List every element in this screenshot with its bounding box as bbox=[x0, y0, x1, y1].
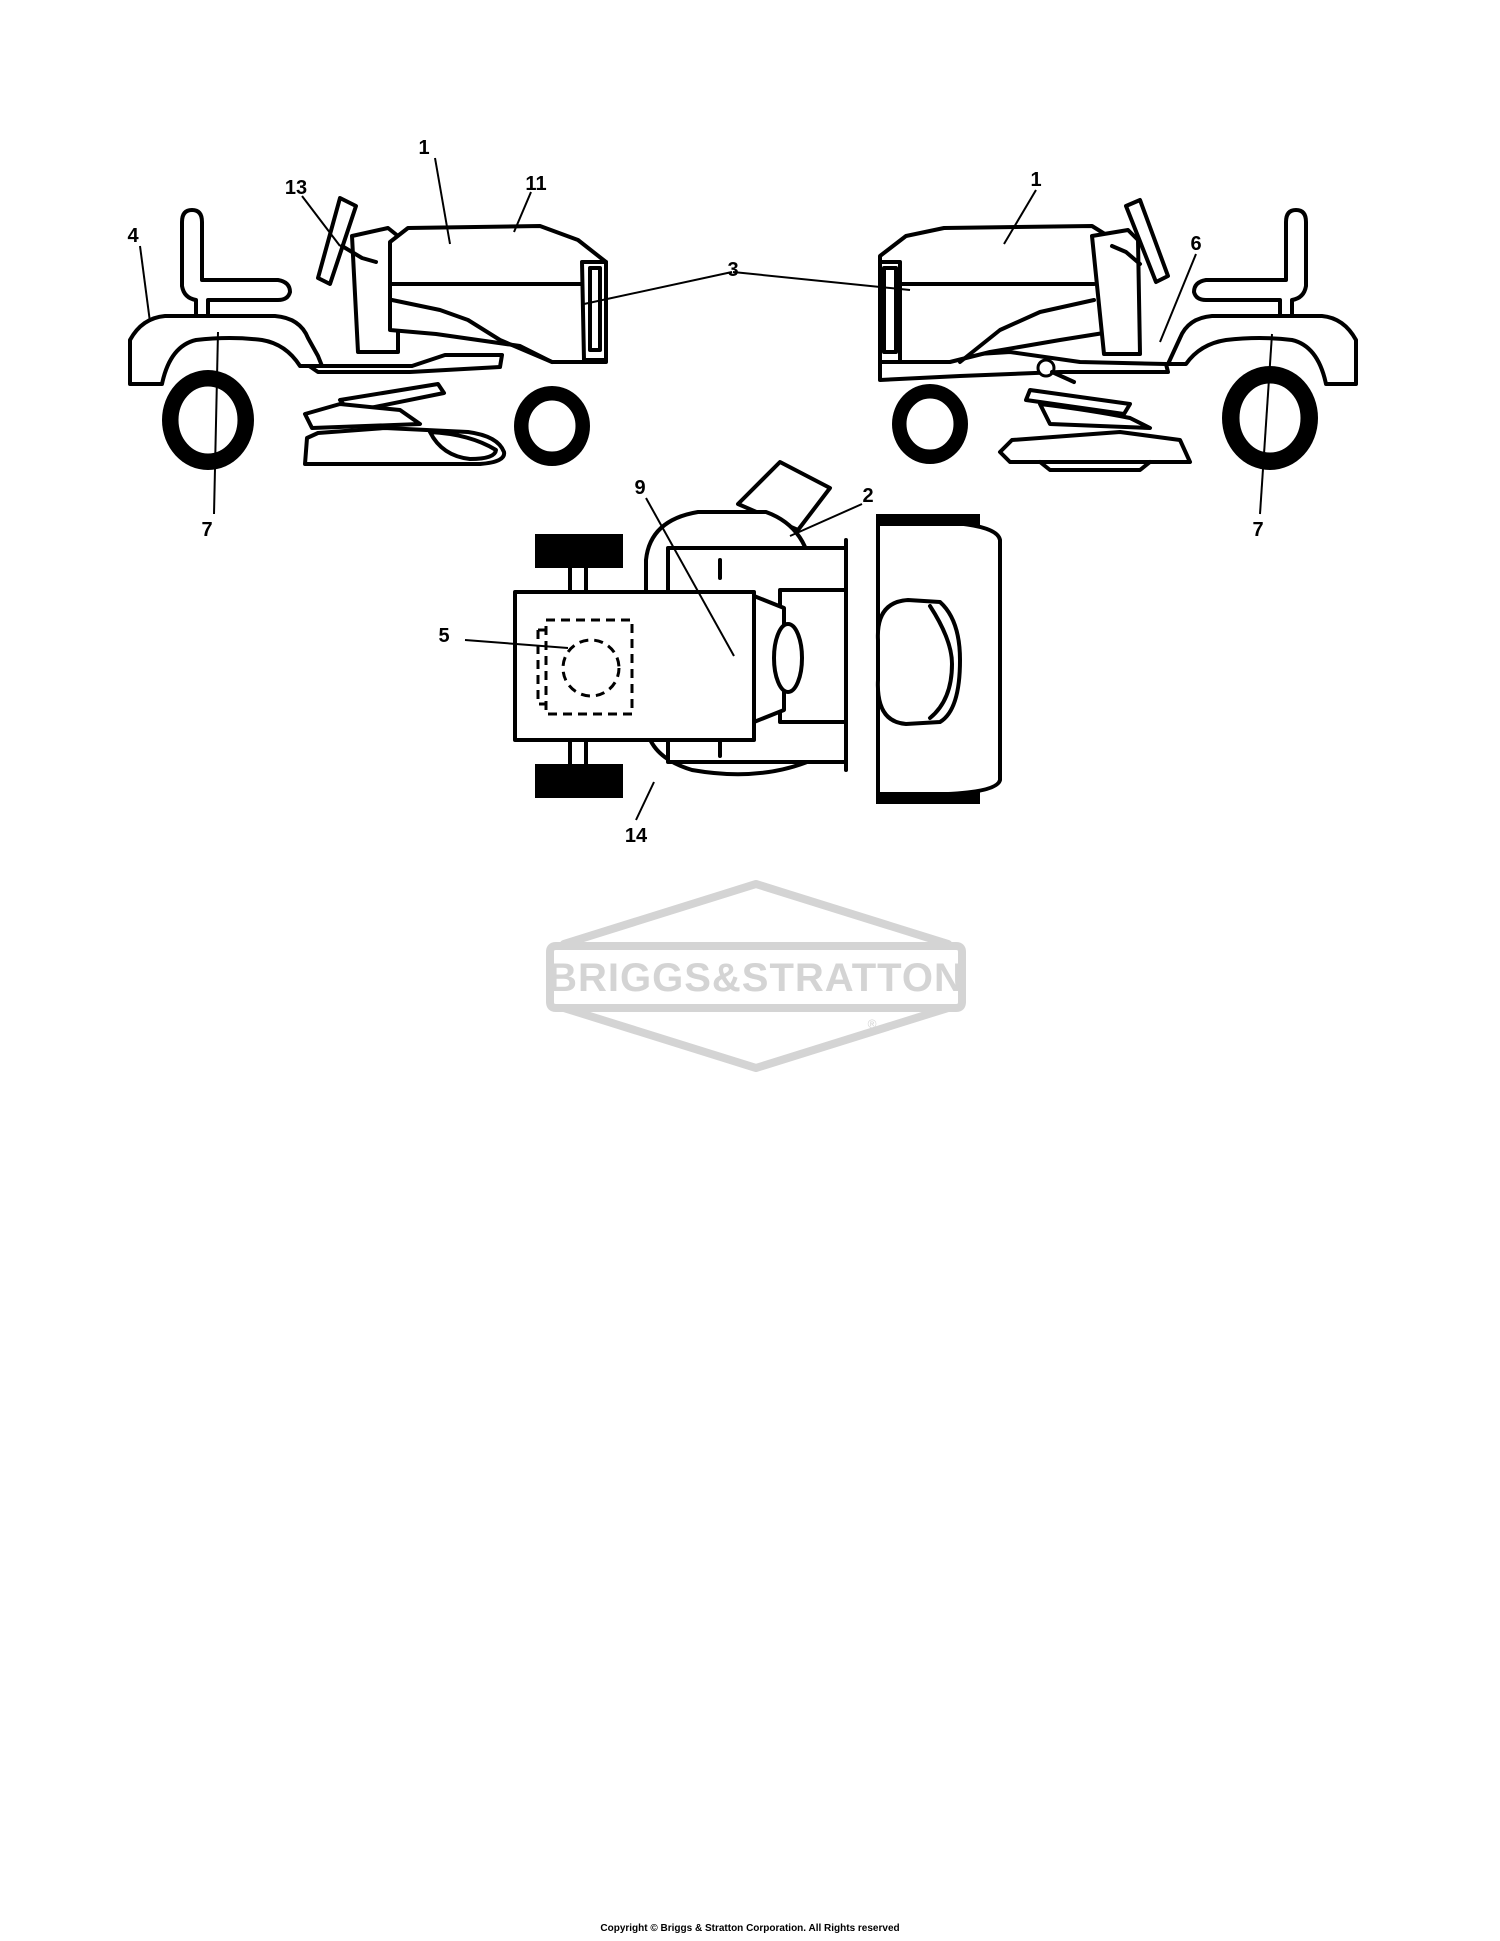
copyright-footer: Copyright © Briggs & Stratton Corporatio… bbox=[600, 1923, 900, 1934]
svg-text:BRIGGS&STRATTON: BRIGGS&STRATTON bbox=[548, 956, 964, 1000]
seat-right bbox=[1192, 208, 1308, 318]
callout-14-top: 14 bbox=[625, 825, 648, 847]
tractor-right-side-view bbox=[878, 198, 1358, 472]
rear-fender-right bbox=[1166, 314, 1358, 386]
callout-13-left: 13 bbox=[285, 177, 307, 199]
seat-left bbox=[180, 208, 292, 318]
briggs-stratton-watermark-logo: BRIGGS&STRATTON ® bbox=[546, 880, 966, 1072]
tractor-top-view bbox=[513, 460, 1002, 804]
callout-1-left: 1 bbox=[418, 137, 429, 159]
callout-7-right: 7 bbox=[1252, 519, 1263, 541]
callout-3-shared: 3 bbox=[727, 259, 738, 281]
rear-wheel-left bbox=[162, 370, 254, 470]
front-wheel-top-upper bbox=[535, 534, 623, 568]
front-wheel-right bbox=[892, 384, 968, 464]
rear-fender-left bbox=[128, 314, 324, 386]
steering-wheel-top bbox=[772, 622, 804, 694]
callout-1-right: 1 bbox=[1030, 169, 1041, 191]
hood-right bbox=[878, 224, 1112, 364]
front-wheel-left bbox=[514, 386, 590, 466]
rear-wheel-right bbox=[1222, 366, 1318, 470]
svg-text:®: ® bbox=[868, 1017, 877, 1031]
seat-top bbox=[875, 598, 962, 726]
engine-outline-dashed bbox=[544, 618, 634, 716]
front-wheel-top-lower bbox=[535, 764, 623, 798]
callout-11-left: 11 bbox=[525, 173, 546, 195]
mower-deck-right bbox=[998, 430, 1192, 464]
callout-5-top: 5 bbox=[438, 625, 449, 647]
callout-2-top: 2 bbox=[862, 485, 873, 507]
callout-labels: 1 11 13 4 3 7 1 6 7 9 2 5 14 bbox=[127, 137, 1263, 847]
leader-lines bbox=[139, 157, 1273, 821]
hood-top bbox=[513, 590, 756, 742]
steering-wheel-right bbox=[1124, 198, 1170, 284]
callout-4-left: 4 bbox=[127, 225, 139, 247]
hood-left bbox=[388, 224, 608, 364]
frame-left bbox=[288, 351, 504, 374]
callout-7-left: 7 bbox=[201, 519, 212, 541]
tractor-left-side-view bbox=[128, 196, 608, 470]
callout-6-right: 6 bbox=[1190, 233, 1201, 255]
callout-9-top: 9 bbox=[634, 477, 645, 499]
